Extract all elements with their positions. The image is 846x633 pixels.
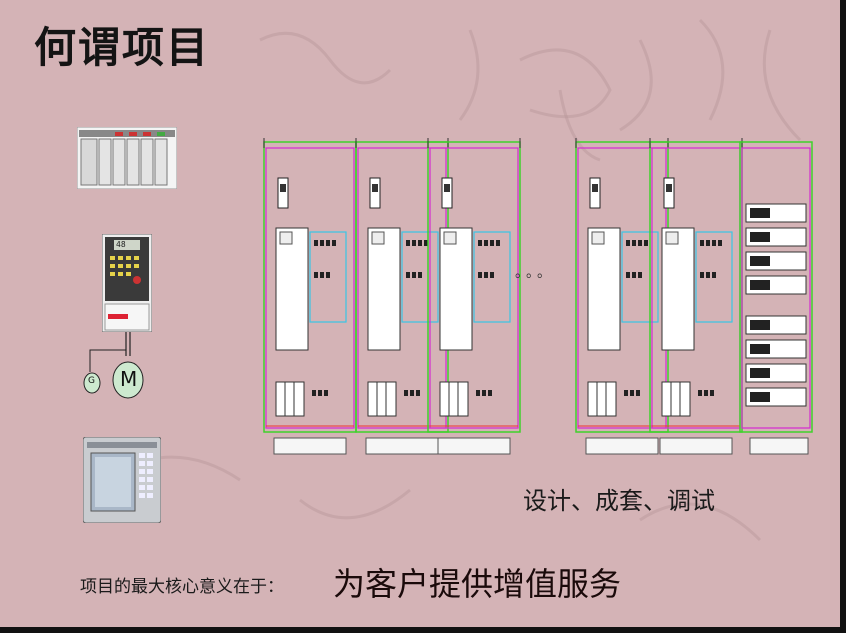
motor-circle — [112, 361, 144, 399]
cabinet-3 — [427, 137, 521, 455]
plc-rack-image — [77, 127, 177, 189]
drive-image — [102, 234, 152, 332]
slide-title: 何谓项目 — [34, 23, 211, 72]
ellipsis: 。。。 — [515, 265, 555, 281]
hmi-panel-image — [83, 437, 161, 523]
caption: 设计、成套、调试 — [523, 487, 715, 515]
cabinet-5 — [649, 137, 743, 455]
cabinet-plc — [739, 141, 813, 455]
cabinet-1 — [263, 137, 357, 455]
motor-diagram — [83, 332, 144, 399]
motor-label: M — [120, 367, 138, 391]
drive-display-value: 48 — [116, 240, 126, 249]
generator-label: G — [88, 376, 95, 386]
generator-circle — [83, 372, 101, 394]
bottom-main-text: 为客户提供增值服务 — [333, 565, 622, 603]
cabinet-layout-drawing — [263, 137, 813, 455]
bottom-lead-text: 项目的最大核心意义在于： — [80, 577, 284, 597]
cabinet-2 — [355, 137, 449, 455]
cabinet-4 — [575, 137, 669, 455]
